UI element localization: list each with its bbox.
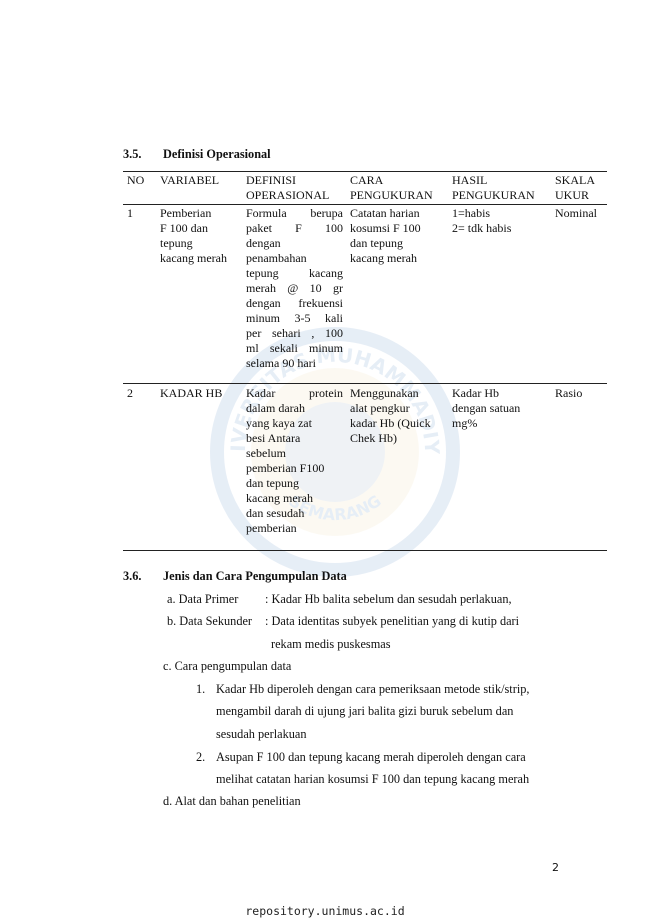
cell-skala: Rasio [551, 383, 607, 551]
item-a-text: : Kadar Hb balita sebelum dan sesudah pe… [265, 592, 512, 606]
item-d-label: d. Alat dan bahan penelitian [163, 794, 301, 808]
item-c1-number: 1. [196, 682, 206, 696]
cell-definisi: Kadar protein dalam darah yang kaya zat … [242, 383, 346, 551]
repository-footer: repository.unimus.ac.id [245, 904, 405, 918]
header-no: NO [123, 171, 156, 205]
cell-definisi: Formula berupa paket F 100 dengan penamb… [246, 206, 343, 370]
cell-no: 2 [123, 383, 156, 551]
page-number: 2 [552, 861, 559, 874]
section-title: Jenis dan Cara Pengumpulan Data [163, 569, 347, 583]
header-variabel: VARIABEL [156, 171, 242, 205]
table-row: 2 KADAR HB Kadar protein dalam darah yan… [123, 383, 607, 551]
item-c-label: c. Cara pengumpulan data [163, 659, 292, 673]
cell-skala: Nominal [555, 206, 597, 220]
item-c2-line: Asupan F 100 dan tepung kacang merah dip… [216, 750, 526, 764]
item-c1-line: Kadar Hb diperoleh dengan cara pemeriksa… [216, 682, 530, 696]
section-number: 3.5. [123, 147, 142, 161]
item-a-label: a. Data Primer [167, 592, 239, 606]
section-heading-3-5: 3.5. Definisi Operasional [123, 147, 271, 162]
item-b-text: : Data identitas subyek penelitian yang … [265, 614, 520, 628]
item-c1-line: sesudah perlakuan [216, 727, 307, 741]
item-c2-line: melihat catatan harian kosumsi F 100 dan… [216, 772, 530, 786]
section-title: Definisi Operasional [163, 147, 271, 161]
item-b-text-continued: rekam medis puskesmas [271, 637, 391, 651]
cell-variabel: KADAR HB [156, 383, 242, 551]
section-heading-3-6: 3.6. Jenis dan Cara Pengumpulan Data [123, 569, 347, 584]
section-number: 3.6. [123, 569, 142, 583]
cell-no: 1 [127, 206, 133, 220]
item-b-label: b. Data Sekunder [167, 614, 253, 628]
item-c2-number: 2. [196, 750, 206, 764]
item-c1-line: mengambil darah di ujung jari balita giz… [216, 704, 514, 718]
